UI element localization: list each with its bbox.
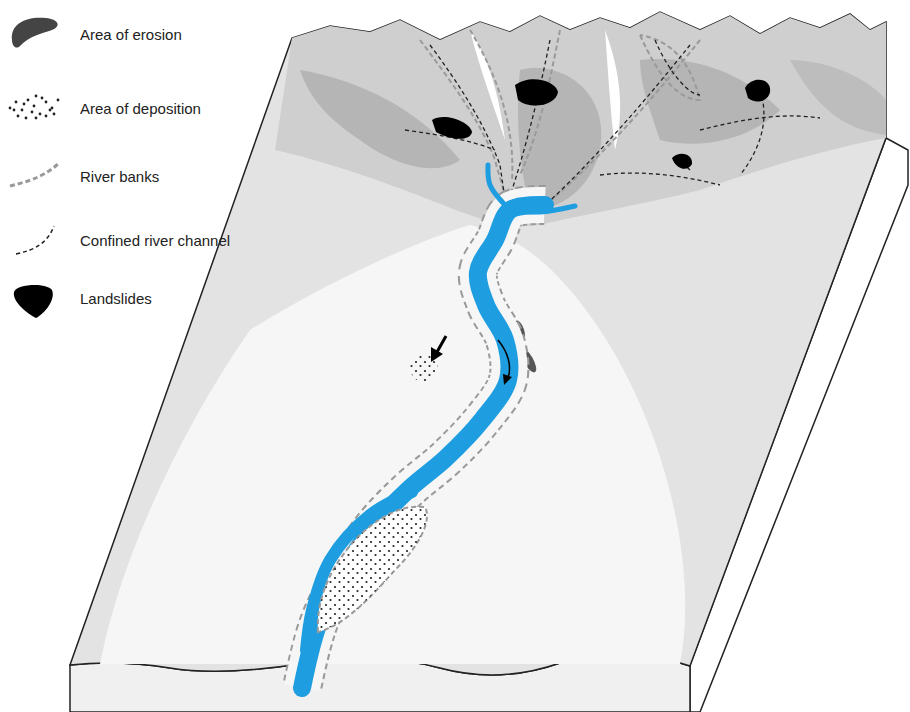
ridge-snow <box>605 30 620 150</box>
river <box>302 205 545 688</box>
ridge-snow <box>470 30 505 140</box>
legend-swatch <box>6 14 66 58</box>
legend-label: Landslides <box>80 290 152 307</box>
alluvial-fan <box>100 225 685 664</box>
flow-arrow <box>498 340 510 378</box>
legend-swatch <box>6 220 66 264</box>
river-bank <box>302 205 545 688</box>
legend-label: Area of erosion <box>80 26 182 43</box>
river-bank-ground <box>302 205 545 688</box>
tributary <box>488 165 505 205</box>
flow-arrow-head <box>431 347 443 362</box>
legend-label: Area of deposition <box>80 100 201 117</box>
block-top <box>70 12 886 675</box>
legend-label: River banks <box>80 168 159 185</box>
deposition-dots <box>318 507 427 632</box>
legend-label: Confined river channel <box>80 232 230 249</box>
legend-swatch <box>6 156 66 200</box>
legend-swatch <box>6 278 66 322</box>
legend: Area of erosionArea of depositionRiver b… <box>0 0 260 330</box>
mountains <box>275 12 886 226</box>
deposition-bar <box>318 507 427 632</box>
flow-arrow-head <box>503 374 512 385</box>
ridge <box>790 60 886 135</box>
landslides <box>432 79 770 169</box>
flow-arrow <box>437 336 446 352</box>
legend-swatch <box>6 88 66 132</box>
confined-channels <box>405 30 820 210</box>
